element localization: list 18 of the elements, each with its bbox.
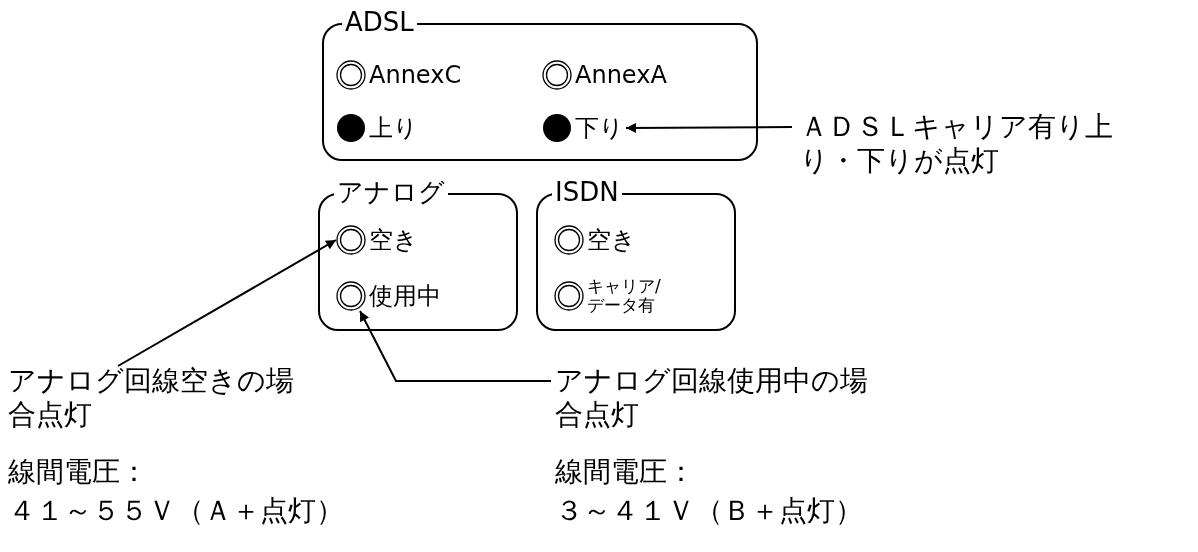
voltage-note: ３～４１Ｖ（Ｂ＋点灯） [555,494,863,528]
led-label: 使用中 [369,282,441,310]
annotation-text: アナログ回線空きの場合点灯 [8,364,308,432]
led-label: AnnexC [369,61,462,89]
voltage-note: ４１～５５Ｖ（Ａ＋点灯） [8,494,344,528]
leader-line [117,239,337,367]
led-label: 下り [575,114,624,142]
annotation-text: ＡＤＳＬキャリア有り上り・下りが点灯 [800,110,1150,178]
led-label: 上り [369,114,418,142]
leader-line [359,310,552,382]
led-label: キャリア/データ有 [587,277,662,315]
annotation-text: アナログ回線使用中の場合点灯 [555,364,895,432]
led-label: AnnexA [575,61,667,89]
voltage-note: 線間電圧： [555,455,695,489]
voltage-note: 線間電圧： [8,455,148,489]
leader-line [625,122,793,133]
led-label: 空き [369,226,418,254]
led-label: 空き [587,226,636,254]
